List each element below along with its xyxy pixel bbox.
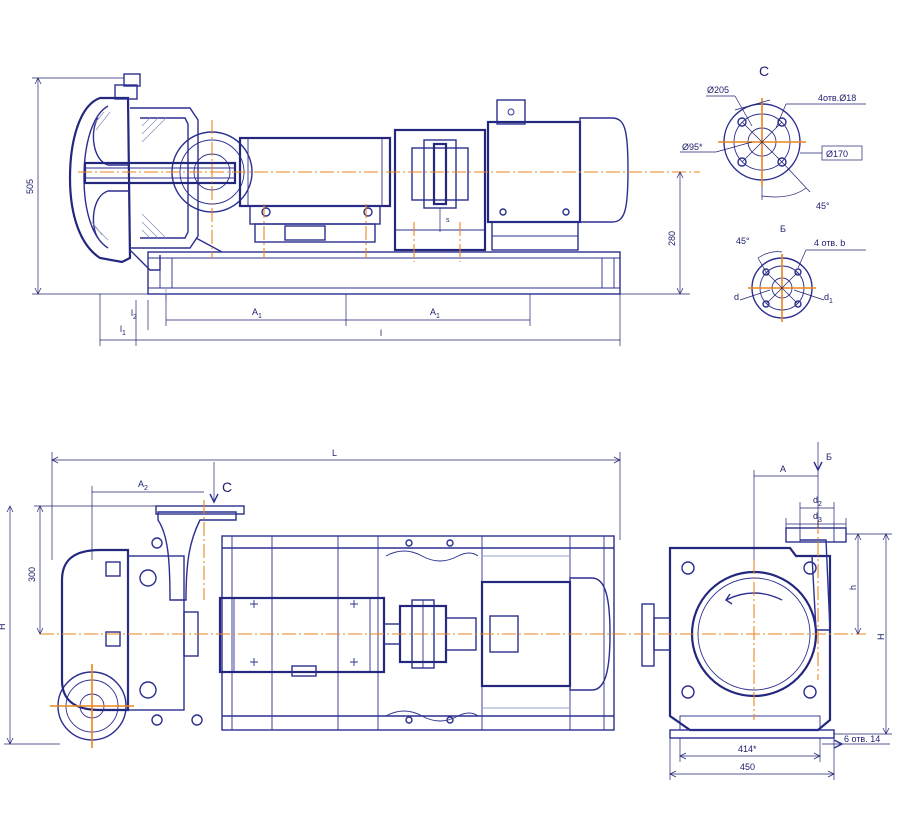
plan-pump bbox=[50, 505, 245, 748]
dim-l-label: l bbox=[380, 328, 382, 338]
flange-c-view: C Ø205 4отв.Ø18 Ø95* Ø170 45° bbox=[680, 63, 866, 211]
dim-505-label: 505 bbox=[25, 179, 35, 194]
end-dim-450: 450 bbox=[740, 762, 755, 772]
flange-b-d: d bbox=[734, 292, 739, 302]
end-dim-a: A bbox=[780, 464, 786, 474]
plan-dim-300: 300 bbox=[27, 567, 37, 582]
side-view: s 505 280 bbox=[25, 73, 700, 346]
plan-view: L A2 C bbox=[0, 448, 640, 748]
end-casing bbox=[668, 546, 832, 732]
flange-c-angle: 45° bbox=[816, 201, 830, 211]
end-holes-note: 6 отв. 14 bbox=[844, 734, 880, 744]
flange-c-holes: 4отв.Ø18 bbox=[818, 93, 856, 103]
dim-280-label: 280 bbox=[667, 231, 677, 246]
flange-c-d170: Ø170 bbox=[826, 149, 848, 159]
bearing-housing bbox=[238, 136, 392, 243]
coupling: s bbox=[393, 128, 487, 252]
flange-c-title: C bbox=[759, 63, 769, 79]
plan-dim-a2: A2 bbox=[138, 479, 148, 492]
end-view-b-label: Б bbox=[826, 452, 832, 462]
flange-c-d95: Ø95* bbox=[682, 142, 703, 152]
dim-l2-label: l2 bbox=[131, 308, 137, 321]
flange-b-angle: 45° bbox=[736, 236, 750, 246]
end-dim-414: 414* bbox=[738, 744, 757, 754]
flange-b-view: Б 45° 4 отв. b d d1 bbox=[734, 224, 866, 322]
dim-a1-right-label: A1 bbox=[430, 307, 440, 320]
base-frame bbox=[147, 251, 621, 295]
dim-l1-label: l1 bbox=[120, 324, 126, 337]
flange-b-holes: 4 отв. b bbox=[814, 238, 845, 248]
flange-c-d205: Ø205 bbox=[707, 85, 729, 95]
end-dim-h-total: H bbox=[876, 634, 886, 641]
plan-dim-h: H bbox=[0, 624, 7, 631]
plan-dim-L: L bbox=[332, 448, 337, 458]
dim-s-label: s bbox=[446, 217, 450, 224]
end-dim-d3: d3 bbox=[813, 511, 822, 524]
dim-a1-left-label: A1 bbox=[252, 307, 262, 320]
plan-base-frame bbox=[221, 535, 615, 731]
plan-bearing-housing bbox=[183, 596, 386, 677]
flange-b-d1: d1 bbox=[824, 292, 833, 305]
plan-view-c-label: C bbox=[222, 479, 232, 495]
end-dim-h: h bbox=[848, 585, 858, 590]
flange-b-title: Б bbox=[780, 224, 786, 234]
electric-motor bbox=[486, 99, 629, 251]
end-view: A Б d2 d3 h H 414* bbox=[636, 442, 892, 780]
end-dim-d2: d2 bbox=[813, 495, 822, 508]
